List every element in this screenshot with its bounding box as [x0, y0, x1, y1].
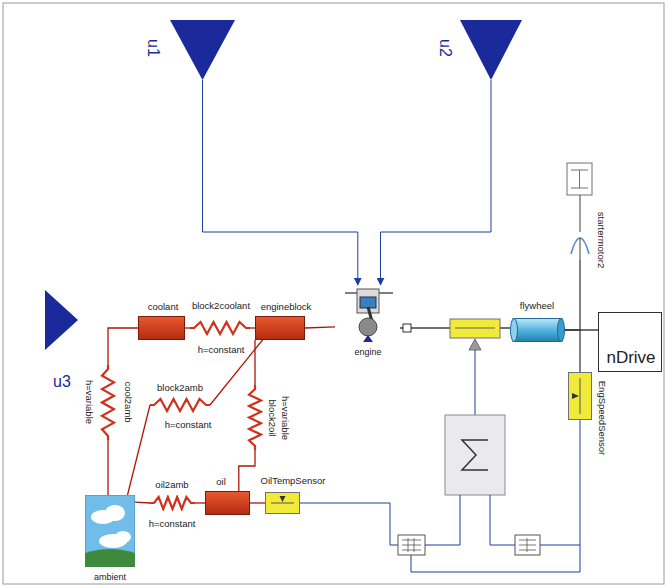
- ambient-source: ambient: [85, 495, 135, 567]
- component-name: engine: [354, 348, 381, 357]
- thermal-conductor: cool2ambh=variable: [100, 365, 116, 440]
- heat-capacitor: oil: [205, 491, 250, 515]
- flywheel-inertia: flywheel: [510, 318, 565, 342]
- thermal-conductor-outline: [150, 495, 195, 511]
- parameter-label: h=constant: [198, 345, 245, 355]
- sigma-symbol: [462, 440, 488, 470]
- speed-sensor: EngSpeedSensor: [568, 372, 592, 420]
- shaft-line: [500, 327, 510, 329]
- input-port: u1: [170, 20, 235, 80]
- output-port: nDrive: [598, 312, 662, 372]
- parameter-label: h=variable: [84, 380, 94, 424]
- engine-symbol-outline: [335, 285, 400, 343]
- connector-wire: [195, 502, 205, 503]
- flange-symbol: [403, 324, 411, 332]
- thermal-conductor-outline: [100, 365, 116, 440]
- thermal-conductor-outline: [190, 320, 250, 336]
- starter-motor-outline: [568, 228, 592, 260]
- thermal-conductor: block2oilh=variable: [247, 385, 263, 450]
- table-block: [515, 535, 540, 555]
- component-name: u1: [145, 39, 161, 57]
- connector-wire: [203, 80, 358, 285]
- input-port: u2: [460, 20, 522, 80]
- engine-symbol: engine: [335, 285, 400, 343]
- component-name: coolant: [148, 302, 179, 312]
- parameter-label: h=constant: [149, 519, 196, 529]
- heat-capacitor: coolant: [138, 316, 185, 340]
- thermal-conductor-outline: [150, 397, 210, 413]
- input-port: u3: [45, 290, 78, 350]
- connector-wire: [565, 260, 580, 330]
- component-name: flywheel: [520, 301, 554, 311]
- table-block: [398, 535, 425, 555]
- component-name: nDrive: [606, 349, 655, 366]
- temperature-sensor-outline: [265, 492, 300, 514]
- signal-wire: [300, 503, 398, 545]
- component-name: block2oil: [267, 400, 277, 437]
- starter-wire: [580, 195, 581, 228]
- thermal-conductor: block2ambh=constant: [150, 397, 210, 413]
- table-grid: [402, 538, 421, 552]
- torque-block-detail: [455, 328, 495, 329]
- table-grid: [519, 538, 536, 552]
- component-name: u2: [437, 39, 453, 57]
- diagram-frame: [3, 3, 664, 584]
- parameter-label: h=constant: [165, 420, 212, 430]
- signal-wire: [540, 420, 580, 545]
- component-name: oil2amb: [155, 480, 188, 490]
- component-name: u3: [53, 374, 71, 390]
- starter-source-block: [567, 163, 592, 195]
- connector-wire: [381, 80, 492, 285]
- sum-block: [445, 415, 505, 495]
- signal-wire: [490, 495, 515, 545]
- signal-input-triangle: [469, 339, 481, 350]
- signal-wire: [425, 495, 460, 545]
- component-name: startermotor2: [596, 212, 606, 269]
- ambient-source-outline: [85, 495, 135, 567]
- speed-sensor-outline: [568, 372, 592, 420]
- thermal-conductor: oil2ambh=constant: [150, 495, 195, 511]
- input-port-outline: [170, 20, 235, 80]
- connector-wire: [185, 327, 190, 328]
- component-name: block2coolant: [192, 301, 250, 311]
- component-name: cool2amb: [123, 381, 133, 422]
- starter-source-detail: [571, 170, 588, 188]
- temperature-sensor: OilTempSensor: [265, 492, 300, 514]
- component-name: oil: [216, 477, 226, 487]
- torque-block: [450, 319, 500, 338]
- component-name: ambient: [94, 573, 126, 582]
- thermal-conductor: block2coolanth=constant: [190, 320, 250, 336]
- connector-wire: [250, 502, 265, 503]
- component-name: engineblock: [261, 302, 312, 312]
- input-port-outline: [460, 20, 522, 80]
- parameter-label: h=variable: [280, 396, 290, 440]
- component-name: block2amb: [157, 383, 203, 393]
- component-name: EngSpeedSensor: [597, 381, 607, 455]
- input-port-outline: [45, 290, 78, 350]
- component-name: OilTempSensor: [261, 476, 326, 486]
- thermal-conductor-outline: [247, 385, 263, 450]
- connector-wire: [254, 340, 255, 385]
- connector-wire: [565, 330, 580, 372]
- flywheel-inertia-outline: [510, 318, 565, 342]
- connector-wire: [305, 327, 335, 328]
- connector-wire: [108, 328, 138, 365]
- signal-wire: [475, 350, 476, 415]
- connector-wire: [107, 440, 108, 495]
- starter-motor: startermotor2: [568, 228, 592, 260]
- heat-capacitor: engineblock: [255, 316, 305, 340]
- connector-wire: [135, 502, 150, 504]
- connector-wire: [239, 450, 255, 491]
- signal-wire: [411, 545, 580, 572]
